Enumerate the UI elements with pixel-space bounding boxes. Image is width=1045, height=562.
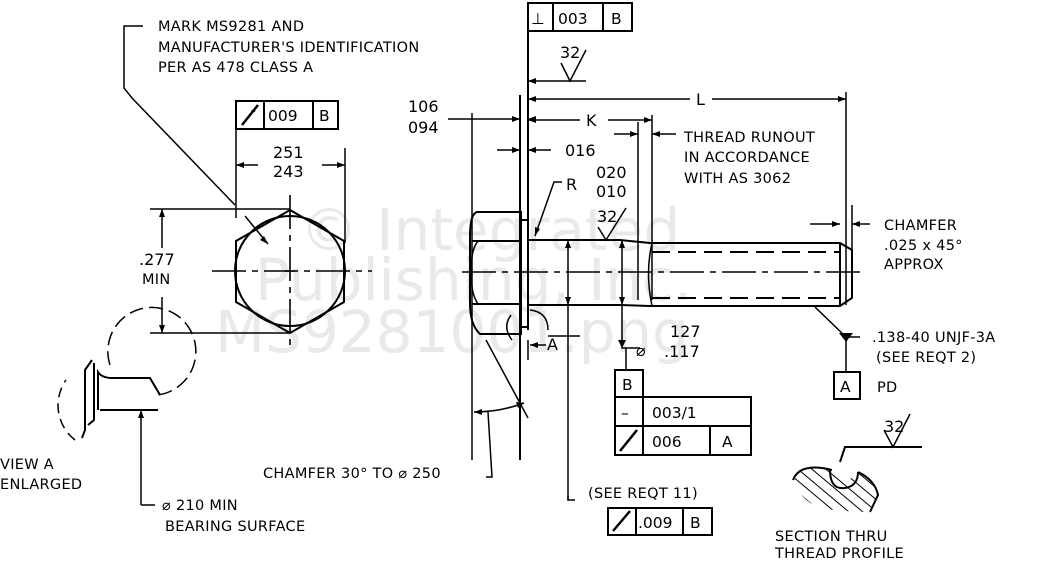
thread-runout-note: THREAD RUNOUT IN ACCORDANCE WITH AS 3062 bbox=[683, 130, 815, 187]
marking-note-line-2: MANUFACTURER'S IDENTIFICATION bbox=[158, 40, 419, 56]
perpendicularity-datum: B bbox=[611, 10, 622, 28]
bearing-surface-line-2: BEARING SURFACE bbox=[165, 519, 305, 535]
marking-note: MARK MS9281 AND MANUFACTURER'S IDENTIFIC… bbox=[123, 19, 419, 206]
length-label-l: L bbox=[696, 90, 705, 109]
shank-dia-lower: .117 bbox=[664, 342, 700, 361]
see-reqt-11: (SEE REQT 11) bbox=[588, 486, 698, 502]
head-runout-frame: 009 B bbox=[235, 100, 339, 130]
section-thru-line-1: SECTION THRU bbox=[775, 529, 888, 545]
view-a-line-1: VIEW A bbox=[0, 457, 54, 473]
shank-datum-b: B bbox=[622, 376, 633, 394]
head-runout-box bbox=[235, 100, 339, 130]
across-flats-lower: 243 bbox=[273, 162, 304, 181]
end-chamfer-line-1: CHAMFER bbox=[884, 218, 957, 234]
view-a-marker: A bbox=[547, 335, 558, 354]
watermark-line-2: Publishing, Inc. bbox=[255, 246, 693, 314]
shank-dia-upper: 127 bbox=[670, 322, 701, 341]
runout-icon bbox=[619, 429, 638, 452]
head-thickness-upper: 106 bbox=[408, 97, 439, 116]
bearing-runout-tolerance: .009 bbox=[638, 514, 673, 532]
marking-note-line-3: PER AS 478 CLASS A bbox=[158, 60, 313, 76]
bolt-side-view: ⊥ 003 B 32 L K 106 094 bbox=[263, 2, 865, 536]
bearing-surface-line-1: ⌀ 210 MIN bbox=[162, 498, 238, 514]
washer-face-side bbox=[520, 219, 529, 328]
washer-face-dimension: 016 bbox=[565, 141, 596, 160]
surface-finish-top: 32 bbox=[528, 43, 587, 84]
marking-note-line-1: MARK MS9281 AND bbox=[158, 19, 304, 35]
shank-control-frames: B – 003/1 006 A bbox=[614, 369, 752, 456]
across-flats-upper: 251 bbox=[273, 143, 304, 162]
bearing-runout-frame: .009 B bbox=[607, 507, 713, 536]
watermark: © Integrated Publishing, Inc. MS9281001.… bbox=[215, 196, 693, 366]
view-a-line-2: ENLARGED bbox=[0, 477, 82, 493]
end-chamfer-line-3: APPROX bbox=[884, 257, 944, 273]
runout-icon bbox=[241, 104, 259, 126]
fillet-radius-label: R bbox=[566, 175, 577, 194]
surface-finish-section-value: 32 bbox=[884, 417, 904, 436]
head-runout-tolerance: 009 bbox=[268, 107, 298, 125]
head-height-value: .277 bbox=[139, 250, 175, 269]
surface-finish-shank-value: 32 bbox=[597, 207, 617, 226]
shank-outline bbox=[528, 239, 853, 307]
diameter-symbol: ⌀ bbox=[636, 341, 646, 360]
straightness-tolerance: 003/1 bbox=[652, 404, 697, 422]
thread-datum-pd: PD bbox=[877, 380, 898, 396]
thread-spec-line-2: (SEE REQT 2) bbox=[876, 350, 976, 366]
thread-section-view: 32 SECTION THRU THREAD PROFILE bbox=[774, 413, 922, 562]
view-a-enlarged: VIEW A ENLARGED ⌀ 210 MIN BEARING SURFAC… bbox=[0, 306, 305, 535]
perpendicularity-frame: ⊥ 003 B bbox=[527, 2, 633, 32]
section-thru-line-2: THREAD PROFILE bbox=[774, 546, 904, 562]
runout-icon bbox=[612, 510, 631, 532]
thread-spec-note: .138-40 UNJF-3A (SEE REQT 2) A PD bbox=[814, 306, 996, 400]
surface-finish-top-value: 32 bbox=[560, 43, 580, 62]
fillet-radius-upper: 020 bbox=[596, 163, 627, 182]
watermark-line-1: © Integrated bbox=[300, 196, 680, 264]
head-thickness-lower: 094 bbox=[408, 118, 439, 137]
watermark-line-3: MS9281001.png bbox=[215, 298, 689, 366]
thread-runout-line-1: THREAD RUNOUT bbox=[683, 130, 815, 146]
perpendicularity-icon: ⊥ bbox=[531, 10, 545, 28]
hex-end-view: 009 B 251 243 .277 MIN bbox=[139, 100, 372, 345]
marking-leader bbox=[123, 25, 236, 206]
bearing-runout-datum: B bbox=[690, 514, 701, 532]
end-chamfer-note: CHAMFER .025 x 45° APPROX bbox=[810, 205, 963, 273]
shank-runout-tolerance: 006 bbox=[652, 433, 682, 451]
thread-runout-line-2: IN ACCORDANCE bbox=[684, 150, 810, 166]
grip-label-k: K bbox=[586, 111, 597, 130]
thread-spec-line-1: .138-40 UNJF-3A bbox=[872, 330, 996, 346]
head-chamfer-note: CHAMFER 30° TO ⌀ 250 bbox=[263, 466, 441, 482]
fillet-radius-lower: 010 bbox=[596, 182, 627, 201]
head-height-min: MIN bbox=[142, 272, 171, 288]
thread-datum-a: A bbox=[840, 378, 851, 396]
thread-runout-line-3: WITH AS 3062 bbox=[684, 171, 791, 187]
hex-head-side bbox=[469, 211, 522, 335]
perpendicularity-tolerance: 003 bbox=[558, 10, 588, 28]
straightness-icon: – bbox=[621, 404, 629, 422]
shank-runout-datum: A bbox=[722, 433, 733, 451]
end-chamfer-line-2: .025 x 45° bbox=[884, 238, 963, 254]
head-runout-datum: B bbox=[319, 107, 330, 125]
